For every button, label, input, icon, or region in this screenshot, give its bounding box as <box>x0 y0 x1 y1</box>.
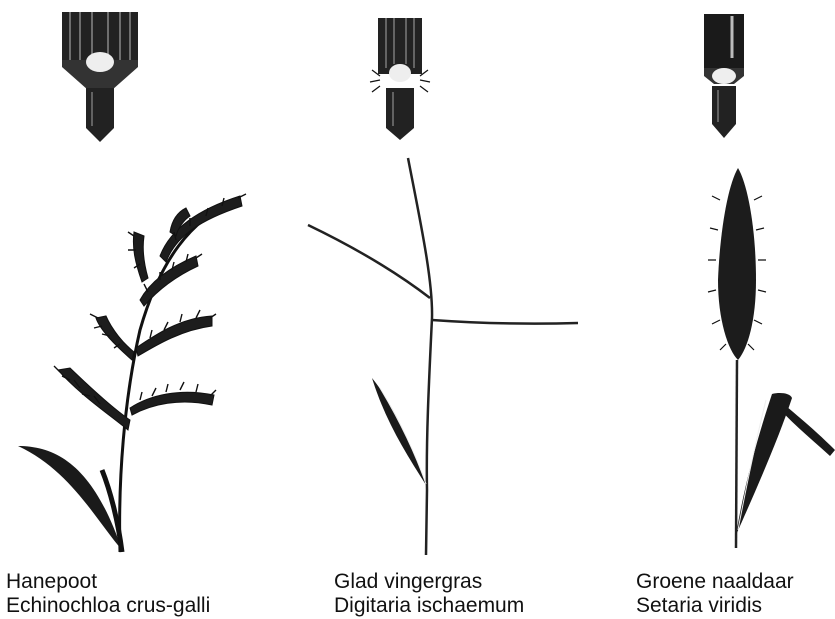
species-common-name: Glad vingergras <box>334 570 524 594</box>
glad-vingergras-raceme <box>308 225 430 298</box>
glad-vingergras-raceme <box>432 320 578 324</box>
species-common-name: Groene naaldaar <box>636 570 794 594</box>
species-panel-hanepoot: Hanepoot Echinochloa crus-galli <box>0 0 280 619</box>
species-latin-name: Digitaria ischaemum <box>334 594 524 618</box>
species-latin-name: Echinochloa crus-galli <box>6 594 210 618</box>
groene-naaldaar-leaf <box>736 393 792 535</box>
groene-naaldaar-spike <box>718 168 756 360</box>
glad-vingergras-caption: Glad vingergras Digitaria ischaemum <box>334 570 524 618</box>
groene-naaldaar-illustration <box>580 0 835 565</box>
hanepoot-caption: Hanepoot Echinochloa crus-galli <box>6 570 210 618</box>
glad-vingergras-illustration <box>280 0 580 565</box>
species-latin-name: Setaria viridis <box>636 594 794 618</box>
hanepoot-leaf <box>18 446 122 550</box>
species-panel-glad-vingergras: Glad vingergras Digitaria ischaemum <box>280 0 580 619</box>
glad-vingergras-ligule-detail <box>370 18 430 140</box>
species-panel-groene-naaldaar: Groene naaldaar Setaria viridis <box>580 0 835 619</box>
groene-naaldaar-stem <box>736 360 737 548</box>
glad-vingergras-stem <box>408 158 432 555</box>
groene-naaldaar-caption: Groene naaldaar Setaria viridis <box>636 570 794 618</box>
glad-vingergras-leaf <box>372 378 426 485</box>
groene-naaldaar-ligule-detail <box>704 14 744 138</box>
hanepoot-illustration <box>0 0 280 565</box>
species-common-name: Hanepoot <box>6 570 210 594</box>
hanepoot-ligule-detail <box>62 12 138 142</box>
